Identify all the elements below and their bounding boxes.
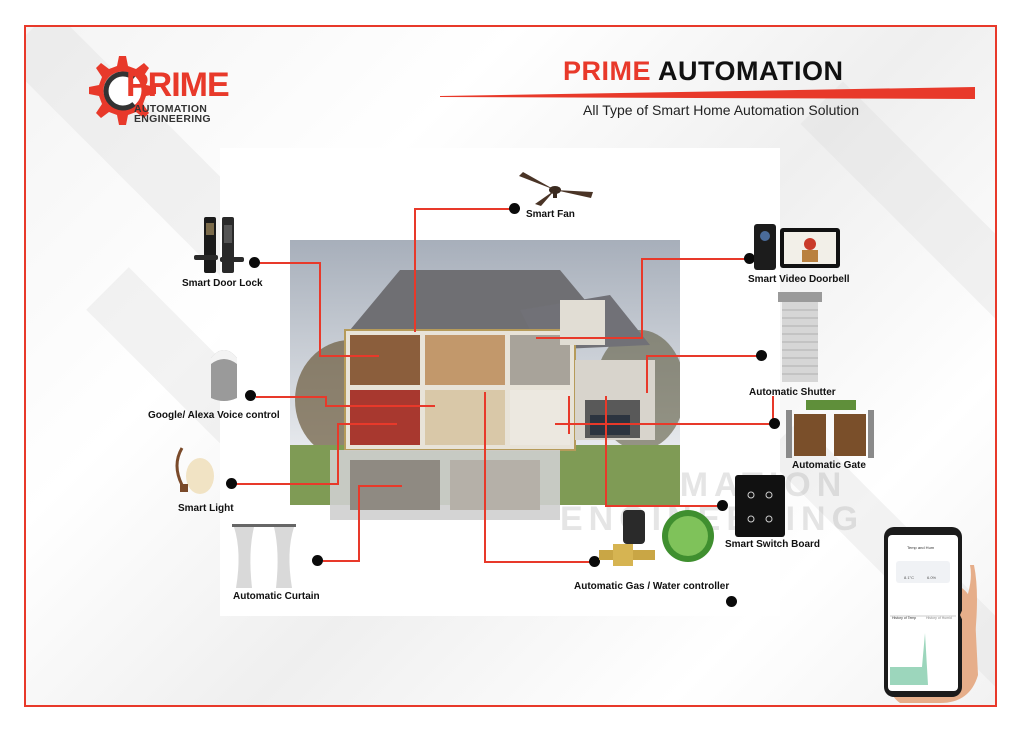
label-smart-light: Smart Light (178, 503, 234, 514)
logo-wordmark: PRIME (126, 66, 230, 104)
connector-dot (509, 203, 520, 214)
connector-voice (256, 396, 326, 398)
connector-gas (484, 561, 592, 563)
logo-subtitle: AUTOMATION ENGINEERING (134, 103, 211, 125)
connector-voice (325, 396, 327, 406)
connector-switch (568, 396, 570, 434)
video-doorbell-icon (754, 224, 840, 270)
gate-icon (786, 400, 874, 458)
connector-dot (226, 478, 237, 489)
page-subtitle: All Type of Smart Home Automation Soluti… (583, 102, 859, 118)
connector-doorbell (641, 258, 751, 260)
connector-dot (744, 253, 755, 264)
connector-dot (589, 556, 600, 567)
label-voice-control: Google/ Alexa Voice control (148, 410, 280, 421)
connector-curtain (358, 485, 360, 562)
phone-reading-1: 8.1°C (904, 575, 915, 580)
connector-dot (245, 390, 256, 401)
gear-icon (89, 56, 156, 125)
connector-switch (605, 396, 607, 506)
label-automatic-curtain: Automatic Curtain (233, 591, 320, 602)
connector-door-lock (319, 355, 379, 357)
connector-fan (414, 208, 416, 332)
connector-curtain (358, 485, 402, 487)
connector-light (337, 423, 339, 485)
connector-dot (249, 257, 260, 268)
wall-lamp-icon (175, 447, 214, 494)
label-automatic-shutter: Automatic Shutter (749, 387, 836, 398)
switch-board-icon (735, 475, 785, 537)
connector-light (235, 483, 338, 485)
connector-shutter (646, 355, 760, 357)
connector-fan (414, 208, 514, 210)
phone-tab-2: History of Humid (926, 616, 952, 620)
connector-doorbell (641, 258, 643, 338)
connector-dot (726, 596, 737, 607)
connector-curtain (323, 560, 359, 562)
title-automation: AUTOMATION (658, 56, 844, 86)
connector-light (337, 423, 397, 425)
shutter-icon (778, 292, 822, 382)
company-logo: PRIME AUTOMATION ENGINEERING (82, 52, 242, 142)
connector-gate (555, 423, 773, 425)
connector-voice (325, 405, 435, 407)
ceiling-fan-icon (519, 172, 593, 206)
connector-dot (312, 555, 323, 566)
door-lock-icon (194, 217, 244, 273)
connector-gate (772, 396, 774, 424)
valve-controller-icon (599, 510, 714, 566)
phone-app-title: Temp and Hum (907, 545, 935, 550)
connector-dot (756, 350, 767, 361)
label-smart-switch-board: Smart Switch Board (725, 539, 821, 550)
connector-gas (484, 392, 486, 562)
label-smart-door-lock: Smart Door Lock (182, 278, 263, 289)
phone-reading-2: 6.0% (927, 575, 937, 580)
connector-door-lock (319, 262, 321, 356)
logo-sub-line1: AUTOMATION (134, 103, 208, 115)
connector-dot (717, 500, 728, 511)
connector-door-lock (260, 262, 320, 264)
smart-speaker-icon (211, 350, 237, 401)
page-title: PRIME AUTOMATION (563, 56, 844, 87)
connector-switch (605, 505, 720, 507)
smartphone-app-icon (884, 527, 978, 703)
connector-dot (769, 418, 780, 429)
label-gas-water-controller: Automatic Gas / Water controller (574, 581, 730, 592)
connector-doorbell (536, 337, 643, 339)
curtain-icon (232, 524, 296, 588)
label-smart-video-doorbell: Smart Video Doorbell (748, 274, 850, 285)
connector-shutter (646, 355, 648, 393)
logo-sub-line2: ENGINEERING (134, 113, 211, 125)
label-automatic-gate: Automatic Gate (792, 460, 866, 471)
label-smart-fan: Smart Fan (526, 209, 575, 220)
phone-tab-1: History of Temp (892, 616, 917, 620)
title-prime: PRIME (563, 56, 652, 86)
title-underline (440, 87, 975, 99)
